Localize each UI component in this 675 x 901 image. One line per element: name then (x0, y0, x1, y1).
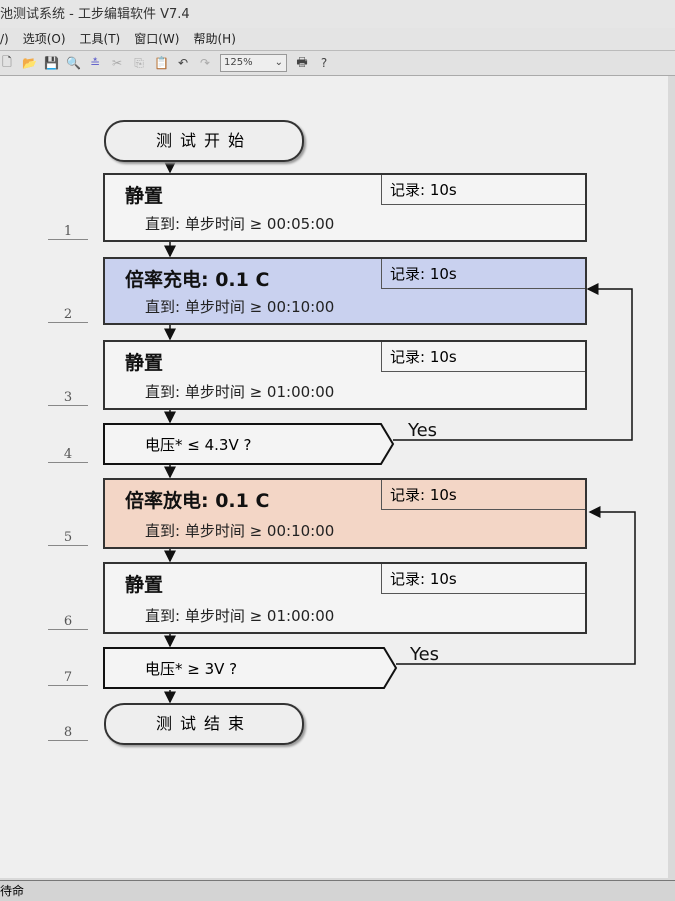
step-number: 7 (48, 670, 88, 686)
decision-condition: 电压* ≥ 3V ? (145, 660, 238, 678)
step-number: 5 (48, 530, 88, 546)
step-number: 2 (48, 307, 88, 323)
step-6-rest[interactable]: 静置 记录: 10s 直到: 单步时间 ≥ 01:00:00 (103, 562, 587, 634)
step-condition: 直到: 单步时间 ≥ 01:00:00 (145, 607, 335, 625)
menu-help[interactable]: 帮助(H) (193, 32, 236, 46)
step-title: 倍率放电: 0.1 C (125, 490, 270, 512)
title-bar: 池测试系统 - 工步编辑软件 V7.4 (0, 0, 675, 28)
step-3-rest[interactable]: 静置 记录: 10s 直到: 单步时间 ≥ 01:00:00 (103, 340, 587, 410)
paste-icon[interactable]: 📋 (154, 56, 169, 70)
step-record: 记录: 10s (381, 342, 585, 372)
start-node[interactable]: 测试开始 (104, 120, 304, 162)
menu-options[interactable]: 选项(O) (22, 32, 66, 46)
step-title: 静置 (125, 352, 164, 374)
end-node[interactable]: 测试结束 (104, 703, 304, 745)
step-7-decision[interactable]: 电压* ≥ 3V ? (103, 647, 393, 689)
step-condition: 直到: 单步时间 ≥ 00:05:00 (145, 215, 335, 233)
chevron-down-icon: ⌄ (274, 57, 283, 68)
zoom-select[interactable]: 125% ⌄ (220, 54, 287, 72)
save-icon[interactable]: 💾 (44, 56, 59, 70)
step-number: 3 (48, 390, 88, 406)
new-file-icon[interactable]: 🗋 (2, 54, 12, 69)
step-2-charge[interactable]: 倍率充电: 0.1 C 记录: 10s 直到: 单步时间 ≥ 00:10:00 (103, 257, 587, 325)
toolbar: 🗋 📂 💾 🔍 ≛ ✂ ⎘ 📋 ↶ ↷ 125% ⌄ 🖶 ? (0, 50, 675, 76)
step-number: 1 (48, 224, 88, 240)
step-condition: 直到: 单步时间 ≥ 00:10:00 (145, 298, 335, 316)
help-icon[interactable]: ? (320, 56, 328, 70)
status-text: 待命 (0, 884, 25, 898)
step-condition: 直到: 单步时间 ≥ 01:00:00 (145, 383, 335, 401)
step-number: 6 (48, 614, 88, 630)
step-record: 记录: 10s (381, 259, 585, 289)
step-1-rest[interactable]: 静置 记录: 10s 直到: 单步时间 ≥ 00:05:00 (103, 173, 587, 242)
menu-window[interactable]: 窗口(W) (134, 32, 180, 46)
step-title: 静置 (125, 574, 164, 596)
open-folder-icon[interactable]: 📂 (22, 56, 37, 70)
status-bar: 待命 (0, 880, 675, 901)
menu-tools[interactable]: 工具(T) (79, 32, 121, 46)
sort-icon[interactable]: ≛ (89, 56, 101, 70)
yes-label: Yes (408, 420, 438, 441)
find-icon[interactable]: 🔍 (66, 56, 81, 70)
step-record: 记录: 10s (381, 480, 585, 510)
copy-icon[interactable]: ⎘ (134, 55, 144, 70)
step-condition: 直到: 单步时间 ≥ 00:10:00 (145, 522, 335, 540)
step-4-decision[interactable]: 电压* ≤ 4.3V ? (103, 423, 393, 465)
yes-label: Yes (410, 644, 440, 665)
menu-bar: /) 选项(O) 工具(T) 窗口(W) 帮助(H) (0, 28, 675, 50)
step-record: 记录: 10s (381, 564, 585, 594)
step-title: 静置 (125, 185, 164, 207)
step-number: 4 (48, 447, 88, 463)
print-icon[interactable]: 🖶 (296, 54, 308, 69)
zoom-value: 125% (224, 57, 253, 68)
decision-condition: 电压* ≤ 4.3V ? (145, 436, 252, 454)
step-record: 记录: 10s (381, 175, 585, 205)
window-title: 池测试系统 - 工步编辑软件 V7.4 (0, 7, 190, 22)
cut-icon[interactable]: ✂ (111, 56, 123, 70)
menu-item[interactable]: /) (0, 32, 9, 46)
step-5-discharge[interactable]: 倍率放电: 0.1 C 记录: 10s 直到: 单步时间 ≥ 00:10:00 (103, 478, 587, 549)
redo-icon[interactable]: ↷ (199, 56, 211, 70)
step-number: 8 (48, 725, 88, 741)
undo-icon[interactable]: ↶ (177, 56, 189, 70)
step-title: 倍率充电: 0.1 C (125, 269, 270, 291)
